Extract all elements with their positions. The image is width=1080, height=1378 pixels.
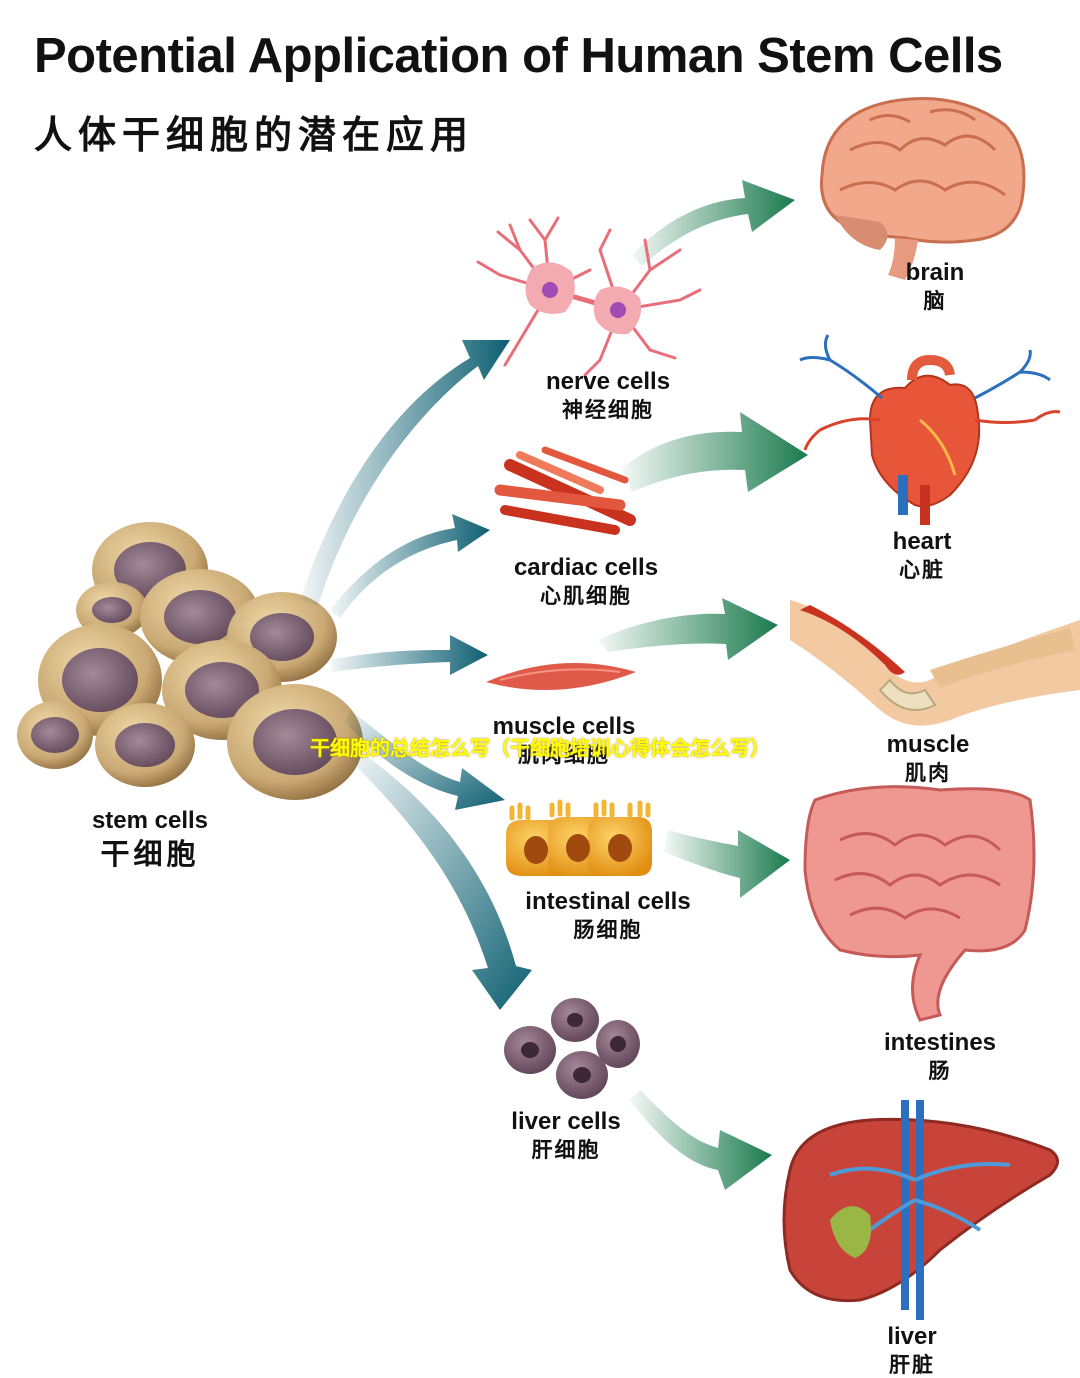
muscle-cells-en: muscle cells [492, 713, 636, 740]
heart-zh: 心脏 [899, 558, 945, 582]
intestinal-cells-en: intestinal cells [525, 888, 691, 915]
intestinal-cells-zh: 肠细胞 [573, 918, 643, 942]
stem-cell-cluster [17, 522, 363, 800]
page-subtitle: 人体干细胞的潜在应用 [34, 113, 475, 157]
liver-cells-label: liver cells 肝细胞 [466, 1107, 666, 1163]
liver-illustration [782, 1100, 1059, 1320]
brain-en: brain [905, 259, 965, 286]
cardiac-cells-illustration [494, 446, 636, 535]
liver-cells-illustration [504, 998, 640, 1099]
muscle-cells-zh: 肌肉细胞 [518, 743, 610, 767]
liver-en: liver [887, 1323, 937, 1350]
stem-cells-en: stem cells [91, 807, 209, 834]
intestinal-cells-label: intestinal cells 肠细胞 [498, 887, 718, 943]
cardiac-cells-zh: 心肌细胞 [540, 584, 632, 608]
liver-zh: 肝脏 [889, 1353, 935, 1377]
cardiac-cells-label: cardiac cells 心肌细胞 [486, 553, 686, 609]
intestines-zh: 肠 [928, 1059, 952, 1083]
intestines-en: intestines [883, 1029, 997, 1056]
liver-cells-en: liver cells [511, 1108, 621, 1135]
heart-illustration [799, 334, 1061, 525]
muscle-zh: 肌肉 [905, 761, 951, 785]
liver-label: liver 肝脏 [852, 1322, 972, 1378]
cell-to-organ-arrows [598, 180, 808, 1190]
muscle-cell-illustration [486, 663, 636, 690]
heart-label: heart 心脏 [862, 527, 982, 583]
intestinal-cells-illustration [506, 799, 652, 876]
nerve-cell-bodies [525, 262, 642, 335]
brain-label: brain 脑 [875, 258, 995, 314]
liver-cells-zh: 肝细胞 [531, 1138, 601, 1162]
muscle-label: muscle 肌肉 [868, 730, 988, 786]
intestines-illustration [803, 785, 1036, 1022]
brain-illustration [819, 96, 1026, 280]
muscle-en: muscle [886, 731, 970, 758]
arm-muscle-illustration [790, 600, 1080, 726]
nerve-cells-en: nerve cells [545, 368, 671, 395]
nerve-cells-zh: 神经细胞 [562, 398, 654, 422]
overlay-caption: 干细胞的总结怎么写（干细胞培训心得体会怎么写） [310, 736, 770, 760]
cardiac-cells-en: cardiac cells [513, 554, 659, 581]
stem-cells-zh: 干细胞 [100, 837, 200, 871]
intestines-label: intestines 肠 [870, 1028, 1010, 1084]
stem-cells-label: stem cells 干细胞 [70, 806, 230, 872]
heart-en: heart [892, 528, 952, 555]
brain-zh: 脑 [923, 289, 947, 313]
nerve-cells-label: nerve cells 神经细胞 [508, 367, 708, 423]
page-title: Potential Application of Human Stem Cell… [34, 29, 1003, 83]
muscle-cells-label: muscle cells 肌肉细胞 [464, 712, 664, 768]
stem-to-cell-arrows [300, 340, 532, 1010]
